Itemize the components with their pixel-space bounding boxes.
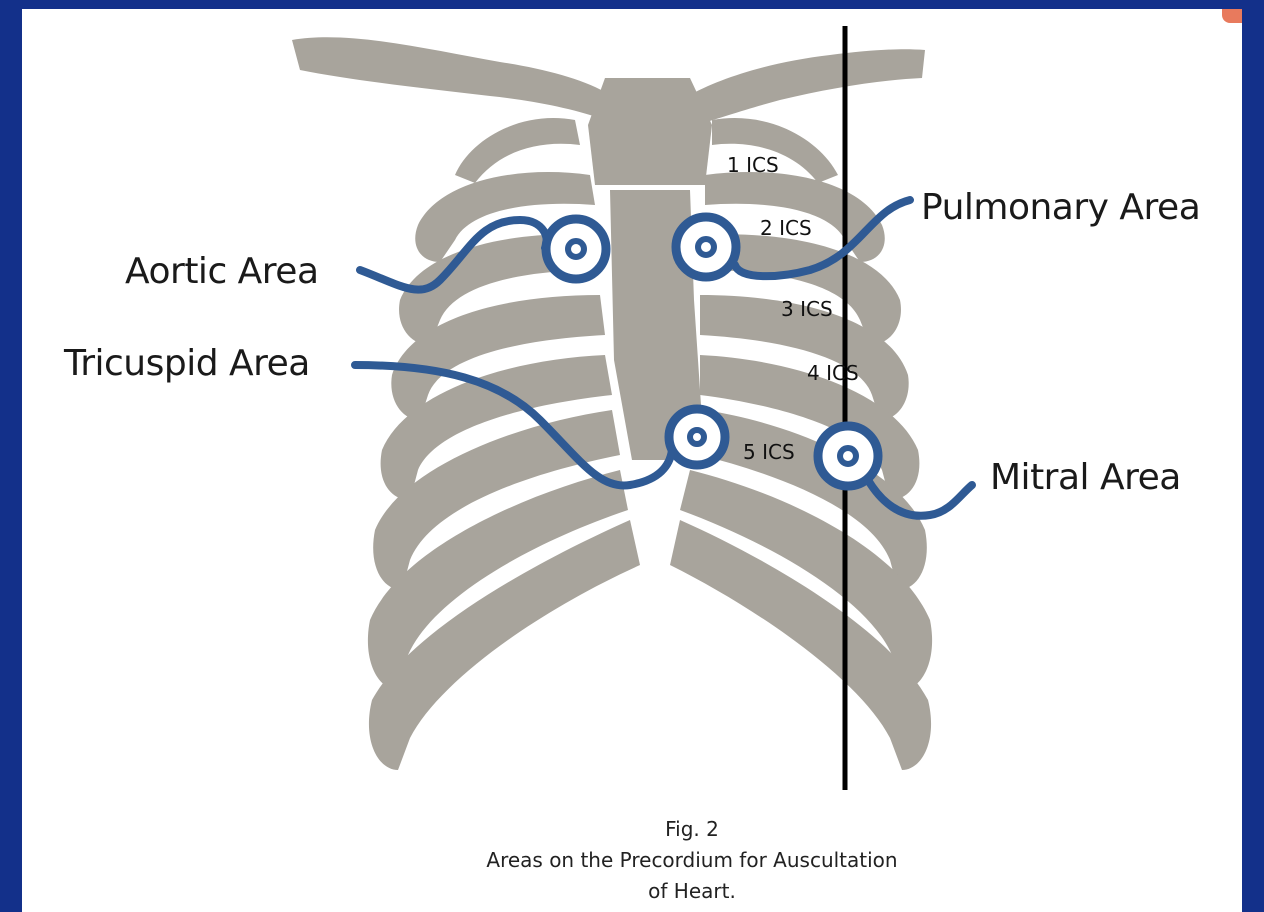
left-clavicle — [292, 37, 605, 118]
ribcage-bones — [292, 37, 932, 770]
pulmonary-marker — [676, 217, 736, 277]
caption-figure-number: Fig. 2 — [342, 814, 1042, 845]
right-clavicle — [688, 49, 925, 124]
mitral-marker — [818, 426, 878, 486]
caption-title-line-1: Areas on the Precordium for Auscultation — [342, 845, 1042, 876]
ics-4-label: 4 ICS — [807, 361, 859, 385]
figure-caption: Fig. 2 Areas on the Precordium for Auscu… — [342, 814, 1042, 907]
aortic-area-label: Aortic Area — [125, 251, 319, 292]
ics-5-label: 5 ICS — [743, 440, 795, 464]
ics-3-label: 3 ICS — [781, 297, 833, 321]
mitral-area-label: Mitral Area — [990, 457, 1181, 498]
manubrium — [588, 78, 712, 185]
pulmonary-area-label: Pulmonary Area — [921, 187, 1200, 228]
ics-2-label: 2 ICS — [760, 216, 812, 240]
ics-1-label: 1 ICS — [727, 153, 779, 177]
tricuspid-area-label: Tricuspid Area — [64, 343, 310, 384]
tricuspid-marker — [669, 409, 725, 465]
aortic-marker — [546, 219, 606, 279]
caption-title-line-2: of Heart. — [342, 876, 1042, 907]
corner-accent — [1222, 9, 1242, 23]
figure-frame: Pulmonary Area Aortic Area Tricuspid Are… — [22, 9, 1242, 912]
